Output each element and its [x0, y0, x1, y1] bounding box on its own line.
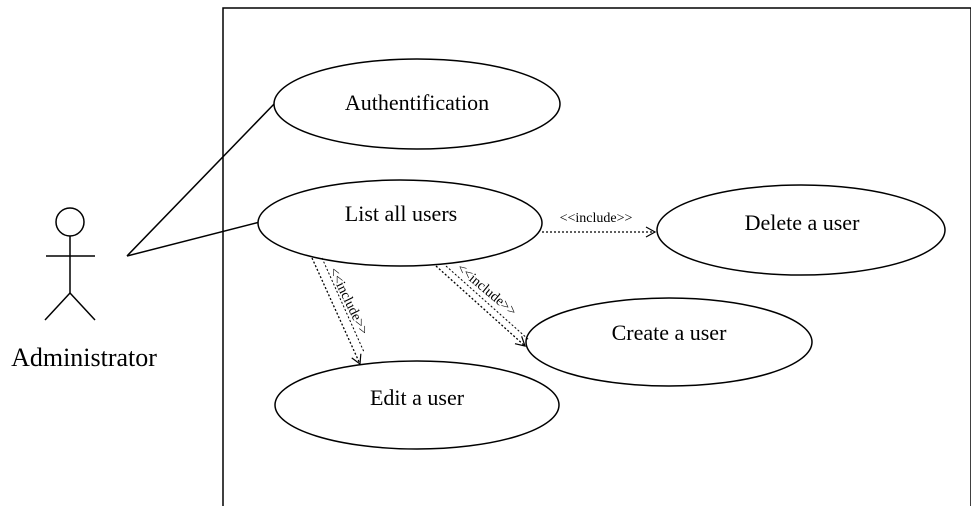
- use-case-ellipse: [656, 184, 946, 276]
- include-arrow: [311, 257, 362, 366]
- association-list-all-users: [126, 221, 261, 257]
- use-case-edit-user[interactable]: Edit a user: [274, 360, 560, 450]
- use-case-ellipse: [257, 179, 543, 267]
- use-case-authentification[interactable]: Authentification: [273, 58, 561, 150]
- include-delete-relation: <<include>>: [542, 211, 657, 238]
- use-case-list-all-users[interactable]: List all users: [257, 179, 543, 267]
- actor-figure: [44, 207, 96, 321]
- include-arrow-shadow: [321, 257, 365, 353]
- actor-name: Administrator: [11, 343, 157, 372]
- use-case-ellipse: [273, 58, 561, 150]
- use-case-ellipse: [525, 297, 813, 387]
- use-case-label: Create a user: [612, 320, 727, 345]
- include-label: <<include>>: [560, 211, 633, 226]
- use-case-label: Authentification: [345, 90, 489, 115]
- use-case-label: Edit a user: [370, 385, 465, 410]
- use-case-label: Delete a user: [745, 210, 860, 235]
- include-edit-relation: <<include>>: [311, 257, 371, 366]
- use-case-ellipse: [274, 360, 560, 450]
- include-create-relation: <<include>>: [435, 261, 530, 347]
- actor-left-leg: [44, 292, 71, 321]
- association-authentification: [126, 101, 277, 257]
- use-case-label: List all users: [345, 201, 457, 226]
- use-case-create-user[interactable]: Create a user: [525, 297, 813, 387]
- actor-right-leg: [69, 292, 96, 321]
- use-case-delete-user[interactable]: Delete a user: [656, 184, 946, 276]
- system-boundary: [222, 7, 971, 506]
- include-label: <<include>>: [325, 265, 370, 337]
- actor-head: [55, 207, 85, 237]
- include-arrow-shadow: [445, 265, 530, 341]
